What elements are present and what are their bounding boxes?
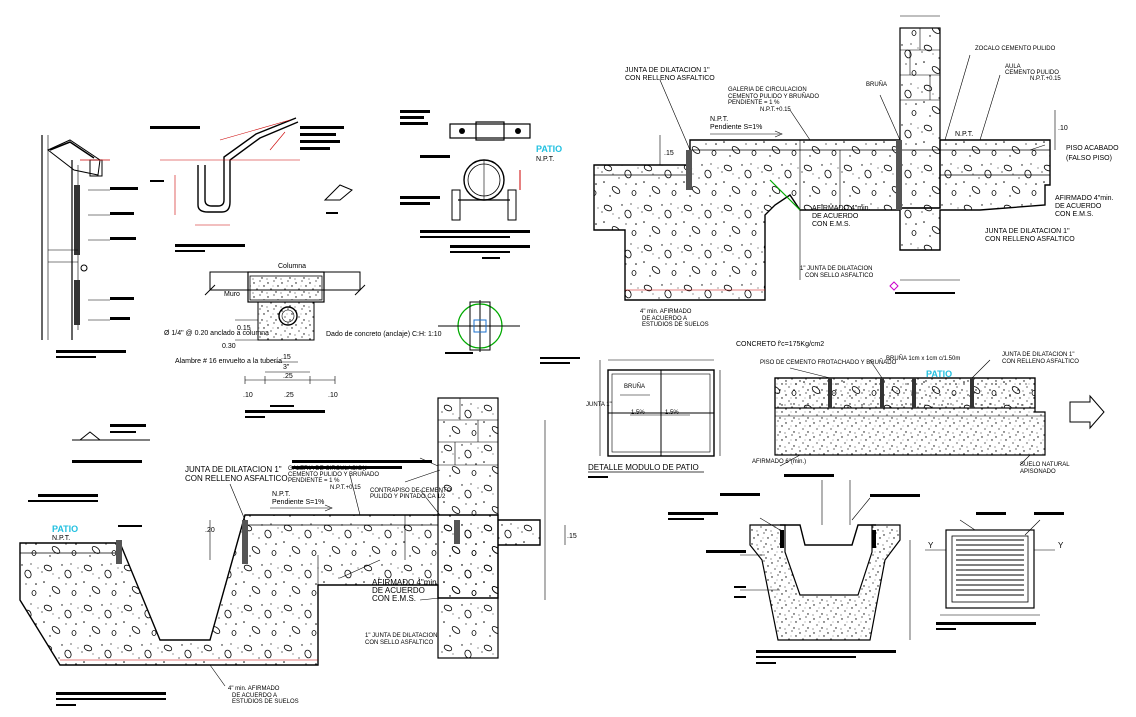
gutter-hook-profile [150, 117, 353, 252]
pipe-clamp-detail: PATIO N.P.T. [400, 110, 562, 259]
bl-dim-15: .15 [567, 533, 577, 540]
ground-marker-detail [72, 424, 150, 463]
bl-bottom-acuerdo-label: DE ACUERDO A [232, 693, 277, 699]
module-pendiente-b: 1.5% [665, 410, 679, 416]
grating-y-left: Y [928, 541, 934, 550]
tr-afirmado-label: AFIRMADO 4"min. [1055, 195, 1114, 202]
muro-label: Muro [224, 291, 240, 298]
wall-gutter-detail [41, 135, 138, 358]
section-bottom-left: PATIO N.P.T. JUNTA DE DILATACION 1" CON … [19, 397, 577, 706]
dim-10-right: .10 [328, 392, 338, 399]
patio-section-right: PATIO PISO DE CEMENTO FROTACHADO Y BRUÑA… [752, 352, 1105, 475]
tr-dim-10: .10 [1058, 125, 1068, 132]
anchor-bar-label: Ø 1/4" @ 0.20 anclado a columna [164, 330, 269, 337]
grating-plan: Y Y [925, 512, 1064, 630]
dim-25-bottom: .25 [284, 392, 294, 399]
bl-dim-20: .20 [205, 527, 215, 534]
bl-pendiente-small-label: PENDIENTE = 1 % [288, 478, 340, 484]
channel-section [668, 474, 920, 664]
bl-galeria-label: GALERIA DE CIRCULACION [288, 466, 367, 472]
tr-piso-acabado-label: PISO ACABADO [1066, 145, 1119, 152]
bl-npt-015-label: N.P.T.+0.15 [330, 485, 361, 491]
psr-patio-label: PATIO [926, 369, 952, 379]
tr-bruna-label: BRUÑA [866, 81, 887, 88]
alambre-label: Alambre # 16 envuelto a la tubería [175, 358, 282, 365]
bl-pendiente-label: Pendiente S=1% [272, 499, 324, 506]
bl-cemento-label: CEMENTO PULIDO Y BRUÑADO [288, 471, 379, 478]
tr-pendiente-small-label: PENDIENTE = 1 % [728, 100, 780, 106]
tr-npt-left-label: N.P.T. [710, 116, 728, 123]
psr-afirmado-label: AFIRMADO 6"(min.) [752, 459, 806, 465]
bl-npt-mid-label: N.P.T. [272, 491, 290, 498]
bl-relleno-label: CON RELLENO ASFALTICO [185, 474, 288, 483]
tr-npt-label: N.P.T. [955, 131, 973, 138]
module-caption: DETALLE MODULO DE PATIO [588, 463, 699, 472]
bl-de-acuerdo-label: DE ACUERDO [372, 586, 425, 595]
bl-pulido-label: PULIDO Y PINTADO CA 1/2 [370, 494, 446, 500]
dim-10-left: .10 [243, 392, 253, 399]
green-connection-detail [438, 300, 520, 354]
tr-npt-right-label: N.P.T.+0.15 [1030, 76, 1061, 82]
tr-npt-015-label: N.P.T.+0.15 [760, 107, 791, 113]
dado-label: Dado de concreto (anclaje) C:H: 1:10 [326, 331, 442, 338]
psr-bruna-label: BRUÑA 1cm x 1cm c/1.50m [886, 355, 960, 362]
tr-aula-piso-label: CEMENTO PULIDO [1005, 70, 1059, 76]
tr-galeria-label: GALERIA DE CIRCULACION [728, 87, 807, 93]
tr-junta-label: JUNTA DE DILATACION 1" [625, 67, 710, 74]
dim-3in: 3" [283, 364, 290, 371]
pipe-npt-label: N.P.T. [536, 156, 554, 163]
tr-falso-piso-label: (FALSO PISO) [1066, 155, 1112, 162]
bl-npt-label: N.P.T. [52, 535, 70, 542]
tr-afirmado-mid-label: AFIRMADO 4"min. [812, 205, 871, 212]
bl-junta-label: JUNTA DE DILATACION 1" [185, 465, 282, 474]
psr-suelo-label: SUELO NATURAL [1020, 462, 1070, 468]
tr-aula-label: AULA [1005, 64, 1021, 70]
module-pendiente-a: 1.5% [631, 410, 645, 416]
tr-junta2-label: JUNTA DE DILATACION 1" [985, 228, 1070, 235]
pipe-patio-label: PATIO [536, 144, 562, 154]
bl-patio-label: PATIO [52, 524, 78, 534]
tr-pendiente-label: Pendiente S=1% [710, 124, 762, 131]
tr-con-sello-label: CON SELLO ASFALTICO [805, 273, 874, 279]
dim-15: .15 [281, 354, 291, 361]
bl-con-sello-label: CON SELLO ASFALTICO [365, 640, 434, 646]
dim-0-30: 0.30 [222, 343, 236, 350]
tr-relleno-label: CON RELLENO ASFALTICO [625, 75, 715, 82]
tr-de-acuerdo-mid-label: DE ACUERDO [812, 213, 859, 220]
tr-con-ems-label: CON E.M.S. [1055, 211, 1094, 218]
tr-junta-small-label: 1" JUNTA DE DILATACION [800, 266, 872, 272]
module-bruna-label: BRUÑA [624, 383, 645, 390]
module-concreto-label: CONCRETO f'c=175Kg/cm2 [736, 341, 824, 348]
grating-bars [956, 539, 1024, 596]
dim-25-inner: .25 [283, 373, 293, 380]
tr-bottom-estudios-label: ESTUDIOS DE SUELOS [642, 322, 709, 328]
module-junta-label: JUNTA 1" [586, 402, 612, 408]
tr-cemento-label: CEMENTO PULIDO Y BRUÑADO [728, 93, 819, 100]
bl-contrapiso-label: CONTRAPISO DE CEMENTO [370, 488, 452, 494]
bl-afirmado-label: AFIRMADO 4"min. [372, 578, 439, 587]
bl-bottom-estudios-label: ESTUDIOS DE SUELOS [232, 699, 299, 705]
bl-bottom-afirmado-label: 4" min. AFIRMADO [228, 686, 280, 692]
psr-falso-label: PISO DE CEMENTO FROTACHADO Y BRUÑADO [760, 359, 897, 366]
dim-0-15: 0.15 [237, 325, 251, 332]
tr-con-ems-mid-label: CON E.M.S. [812, 221, 851, 228]
tr-bottom-afirmado-label: 4" min. AFIRMADO [640, 309, 692, 315]
psr-junta-label: JUNTA DE DILATACION 1" [1002, 352, 1074, 358]
section-top-right: JUNTA DE DILATACION 1" CON RELLENO ASFAL… [593, 15, 1119, 328]
tr-bottom-acuerdo-label: DE ACUERDO A [642, 316, 687, 322]
bl-junta-small-label: 1" JUNTA DE DILATACION [365, 633, 437, 639]
psr-relleno-label: CON RELLENO ASFALTICO [1002, 359, 1079, 365]
bl-con-ems-label: CON E.M.S. [372, 594, 416, 603]
psr-suelo2-label: APISONADO [1020, 469, 1056, 475]
patio-module-plan: BRUÑA JUNTA 1" 1.5% 1.5% DETALLE MODULO … [540, 341, 824, 478]
grating-y-right: Y [1058, 541, 1064, 550]
tr-dim-15: .15 [664, 150, 674, 157]
tr-relleno2-label: CON RELLENO ASFALTICO [985, 236, 1075, 243]
tr-de-acuerdo-label: DE ACUERDO [1055, 203, 1102, 210]
tr-zocalo-label: ZOCALO CEMENTO PULIDO [975, 46, 1056, 52]
column-anchor-detail: Columna Muro Ø 1/4" @ 0.20 anclado a col… [164, 263, 442, 418]
columna-label: Columna [278, 263, 306, 270]
